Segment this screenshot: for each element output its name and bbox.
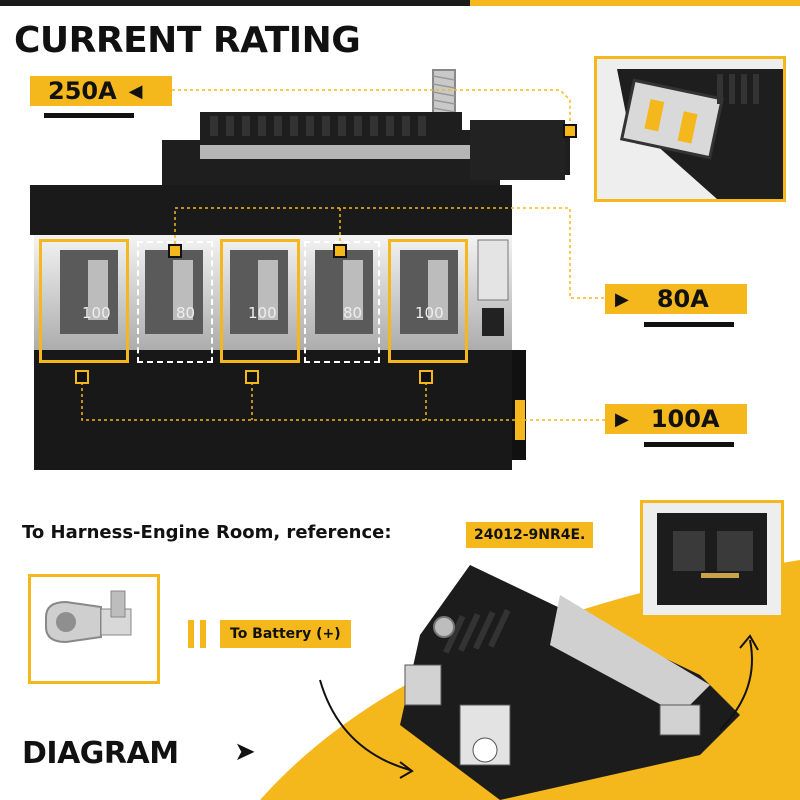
rating-250a-label: 250A xyxy=(48,77,117,105)
fuse-label-2: 80 xyxy=(176,304,196,322)
closeup-photo-connector xyxy=(640,500,784,618)
closeup-250a-illustration xyxy=(597,59,783,199)
fuse-frame-80a-2 xyxy=(304,241,380,363)
harness-reference: 24012-9NR4E. xyxy=(474,527,586,543)
marker-80a-2 xyxy=(333,244,347,258)
leader-lines xyxy=(81,89,605,421)
double-chevron-icon-2 xyxy=(200,620,206,648)
double-chevron-icon xyxy=(188,620,194,648)
battery-terminal-illustration xyxy=(31,577,157,681)
harness-label: To Harness-Engine Room, reference: xyxy=(22,522,392,543)
connector-illustration xyxy=(643,503,781,615)
rating-250a-underline xyxy=(44,113,134,118)
page-title: CURRENT RATING xyxy=(14,20,361,61)
top-bar-dark xyxy=(0,0,470,6)
closeup-photo-250a xyxy=(594,56,786,202)
middle-housing xyxy=(30,185,512,235)
fuse-label-4: 80 xyxy=(343,304,363,322)
battery-terminal-photo xyxy=(28,574,160,684)
top-bar-accent xyxy=(470,0,800,6)
fuse-frame-100a-3 xyxy=(388,239,468,363)
right-pointer-icon: ▶ xyxy=(615,288,629,310)
fuse-frame-100a-2 xyxy=(220,239,300,363)
fuse-label-1: 100 xyxy=(82,304,111,322)
fuse-label-5: 100 xyxy=(415,304,444,322)
fuse-frame-100a-1 xyxy=(39,239,129,363)
diagram-arrow-icon: ➤ xyxy=(234,737,256,767)
harness-reference-badge: 24012-9NR4E. xyxy=(466,522,594,548)
battery-label-badge: To Battery (+) xyxy=(220,620,351,648)
battery-label: To Battery (+) xyxy=(230,626,341,642)
angled-fuse-box-illustration xyxy=(400,565,740,800)
rating-badge-80a: ▶ 80A xyxy=(605,284,747,314)
marker-250a xyxy=(563,124,577,138)
marker-100a-2 xyxy=(245,370,259,384)
curved-arrow-icon xyxy=(319,634,759,779)
right-pointer-icon: ▶ xyxy=(615,408,629,430)
rating-100a-underline xyxy=(644,442,734,447)
marker-100a-1 xyxy=(75,370,89,384)
diagram-title: DIAGRAM xyxy=(22,736,179,771)
marker-80a-1 xyxy=(168,244,182,258)
rating-badge-100a: ▶ 100A xyxy=(605,404,747,434)
rating-100a-label: 100A xyxy=(650,405,720,433)
fuse-label-3: 100 xyxy=(248,304,277,322)
rating-80a-label: 80A xyxy=(656,285,709,313)
rating-badge-250a: 250A ◀ xyxy=(30,76,172,106)
rating-80a-underline xyxy=(644,322,734,327)
marker-100a-3 xyxy=(419,370,433,384)
left-pointer-icon: ◀ xyxy=(128,80,143,102)
